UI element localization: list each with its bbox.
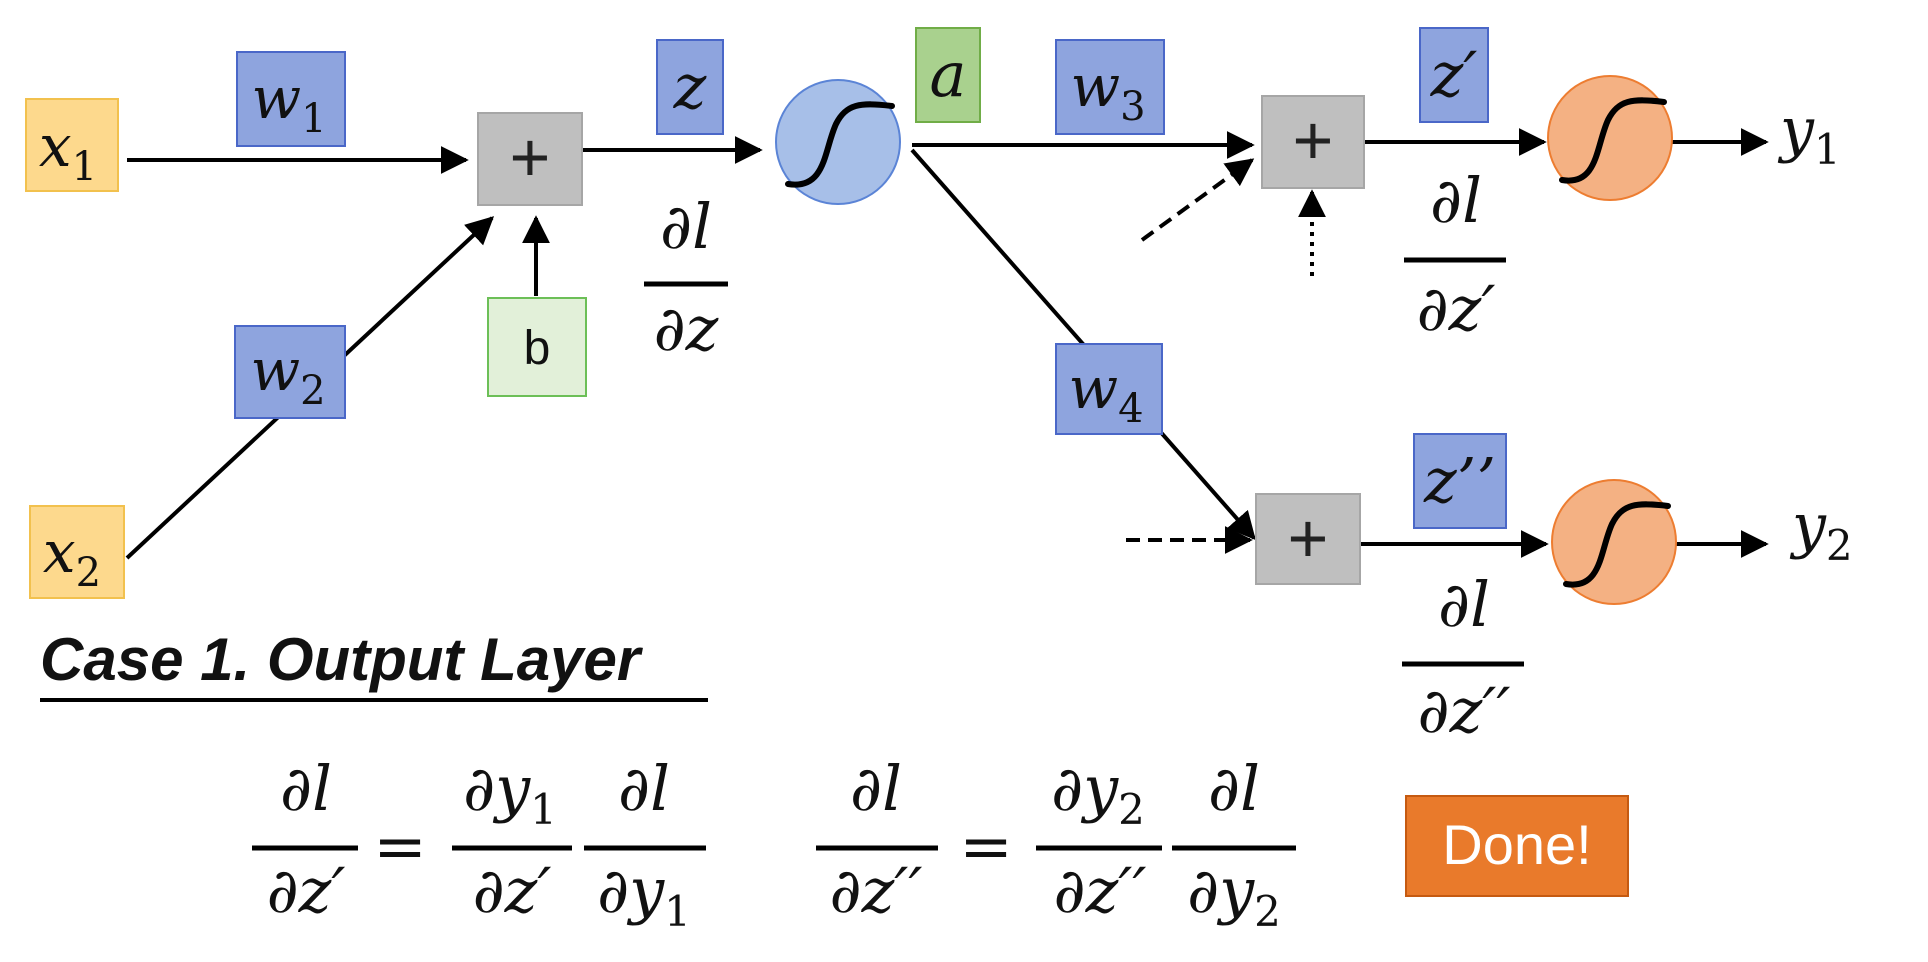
sum-node-1: + — [477, 112, 583, 206]
bias-node: b — [487, 297, 587, 397]
svg-text:∂y2: ∂y2 — [1187, 854, 1281, 936]
svg-text:∂z′′: ∂z′′ — [1054, 854, 1147, 927]
hidden-neuron — [775, 79, 901, 205]
case-title: Case 1. Output Layer — [40, 626, 708, 702]
svg-text:∂z′: ∂z′ — [267, 854, 346, 927]
svg-text:∂l: ∂l — [850, 752, 902, 825]
svg-text:∂y1: ∂y1 — [597, 854, 691, 936]
sigmoid-curve-icon — [785, 101, 895, 188]
weight-w3: w3 — [1055, 39, 1165, 135]
svg-text:∂l: ∂l — [1438, 568, 1490, 641]
sigmoid-curve-icon — [1563, 501, 1671, 588]
svg-text:=: = — [959, 810, 1013, 884]
label-a: a — [915, 27, 981, 123]
svg-text:x1: x1 — [39, 112, 97, 190]
svg-text:∂y1: ∂y1 — [463, 752, 557, 834]
input-x2: x2 — [29, 505, 125, 599]
svg-text:z′: z′ — [1430, 38, 1478, 111]
svg-text:∂z′′: ∂z′′ — [830, 854, 923, 927]
label-z-double-prime: z’’ — [1413, 433, 1507, 529]
svg-text:Done!: Done! — [1442, 813, 1591, 876]
input-x1: x1 — [25, 98, 119, 192]
svg-text:x2: x2 — [43, 518, 101, 596]
svg-text:z’’: z’’ — [1423, 444, 1496, 517]
svg-text:∂z′: ∂z′ — [1417, 272, 1496, 345]
edge-dashed-to-sum2 — [1140, 158, 1255, 242]
svg-text:∂z′′: ∂z′′ — [1418, 674, 1511, 747]
equation-2: ∂l ∂z′′ = ∂y2 ∂z′′ ∂l ∂y2 — [816, 752, 1296, 936]
weight-w1: w1 — [236, 51, 346, 147]
svg-text:w3: w3 — [1070, 52, 1145, 130]
done-badge: Done! — [1405, 795, 1629, 897]
svg-text:Case 1. Output Layer: Case 1. Output Layer — [40, 626, 644, 693]
plus-icon: + — [1293, 101, 1334, 179]
sum-node-3: + — [1255, 493, 1361, 585]
weight-w4: w4 — [1055, 343, 1163, 435]
svg-text:w2: w2 — [250, 336, 325, 414]
svg-text:∂y2: ∂y2 — [1051, 752, 1145, 834]
svg-text:y1: y1 — [1777, 95, 1841, 174]
output-y1: y1 — [1777, 95, 1841, 174]
svg-text:a: a — [930, 38, 967, 111]
svg-text:∂l: ∂l — [660, 190, 712, 263]
sum-node-2: + — [1261, 95, 1365, 189]
svg-text:=: = — [373, 810, 427, 884]
svg-text:∂l: ∂l — [280, 752, 332, 825]
connections — [125, 128, 1769, 560]
plus-icon: + — [1288, 499, 1329, 577]
gradient-dl-dz-double-prime: ∂l ∂z′′ — [1402, 568, 1524, 747]
sigmoid-curve-icon — [1559, 97, 1667, 184]
svg-text:∂l: ∂l — [618, 752, 670, 825]
svg-text:w4: w4 — [1068, 354, 1143, 432]
gradient-dl-dz-prime: ∂l ∂z′ — [1404, 164, 1506, 345]
label-z-prime: z′ — [1419, 27, 1489, 123]
svg-text:b: b — [524, 322, 551, 375]
svg-text:y2: y2 — [1789, 491, 1853, 570]
output-neuron-1 — [1547, 75, 1673, 201]
plus-icon: + — [510, 118, 551, 196]
svg-text:w1: w1 — [251, 64, 326, 142]
svg-text:∂z′: ∂z′ — [473, 854, 552, 927]
output-neuron-2 — [1551, 479, 1677, 605]
svg-text:∂l: ∂l — [1208, 752, 1260, 825]
gradient-dl-dz: ∂l ∂z — [644, 190, 728, 365]
weight-w2: w2 — [234, 325, 346, 419]
label-z: z — [656, 39, 724, 135]
svg-text:∂l: ∂l — [1430, 164, 1482, 237]
equation-1: ∂l ∂z′ = ∂y1 ∂z′ ∂l ∂y1 — [252, 752, 706, 936]
output-y2: y2 — [1789, 491, 1853, 570]
svg-text:z: z — [673, 50, 707, 123]
svg-text:∂z: ∂z — [654, 292, 719, 365]
